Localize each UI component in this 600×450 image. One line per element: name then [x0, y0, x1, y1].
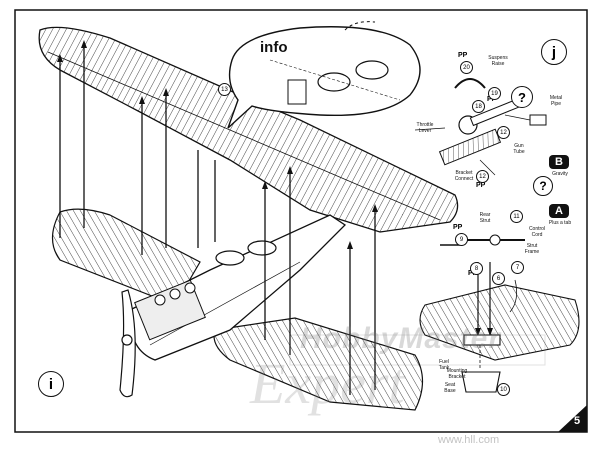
- page-corner: [558, 405, 587, 432]
- part-caption: Control Cord: [528, 226, 546, 238]
- option-b-caption: Gravity: [552, 171, 568, 177]
- info-label: info: [260, 39, 288, 56]
- part-caption: Bracket Connect: [454, 170, 474, 182]
- part-caption: Metal Pipe: [549, 95, 563, 107]
- gun-assembly: [414, 78, 547, 176]
- option-a-caption: Plus a tab: [548, 220, 572, 226]
- watermark-script: Expert: [250, 351, 405, 416]
- wing-struts: [59, 44, 376, 395]
- part-number: 6: [492, 272, 505, 285]
- part-caption: Fuel Tank: [438, 359, 450, 371]
- panel-i-label: i: [48, 375, 54, 393]
- option-b-badge: B: [549, 155, 569, 169]
- part-number: 9: [455, 233, 468, 246]
- lower-wing-right: [213, 317, 424, 411]
- panel-j-label: j: [551, 43, 557, 61]
- part-number: 12: [476, 170, 489, 183]
- part-caption: Suspens Raise: [488, 55, 508, 67]
- watermark-url: www.hll.com: [438, 434, 500, 446]
- part-number: 13: [218, 83, 231, 96]
- question-icon: ?: [511, 86, 533, 108]
- page-frame: [14, 9, 588, 433]
- upper-wing: [38, 26, 459, 233]
- lower-detail: [419, 234, 580, 393]
- option-a-badge: A: [549, 204, 569, 218]
- page-number: 5: [574, 415, 581, 427]
- part-number: 20: [460, 61, 473, 74]
- part-number: 19: [488, 87, 501, 100]
- pp-label: PP: [453, 224, 463, 231]
- part-number: 11: [510, 210, 523, 223]
- part-number: 7: [511, 261, 524, 274]
- part-caption: Seat Base: [444, 382, 456, 394]
- part-caption: Throttle Lever: [416, 122, 434, 134]
- part-caption: Strut Frame: [524, 243, 540, 255]
- watermark-graphic: [289, 334, 546, 366]
- part-number: 18: [472, 100, 485, 113]
- part-number: 10: [497, 383, 510, 396]
- panel-j-marker: j: [541, 39, 567, 65]
- propeller: [119, 289, 136, 398]
- pp-label: PP: [476, 182, 486, 189]
- part-caption: Rear Strut: [479, 212, 491, 224]
- part-number: 8: [470, 262, 483, 275]
- part-caption: Gun Tube: [513, 143, 525, 155]
- part-number: 12: [497, 126, 510, 139]
- question-icon: ?: [533, 176, 553, 196]
- panel-i-marker: i: [38, 371, 64, 397]
- part-caption: Mounting Bracket: [446, 368, 468, 380]
- pp-label: PP: [458, 52, 468, 59]
- watermark-brand: HobbyMaster: [300, 322, 502, 355]
- strut-arrows: [57, 40, 378, 249]
- info-callout: [227, 21, 421, 129]
